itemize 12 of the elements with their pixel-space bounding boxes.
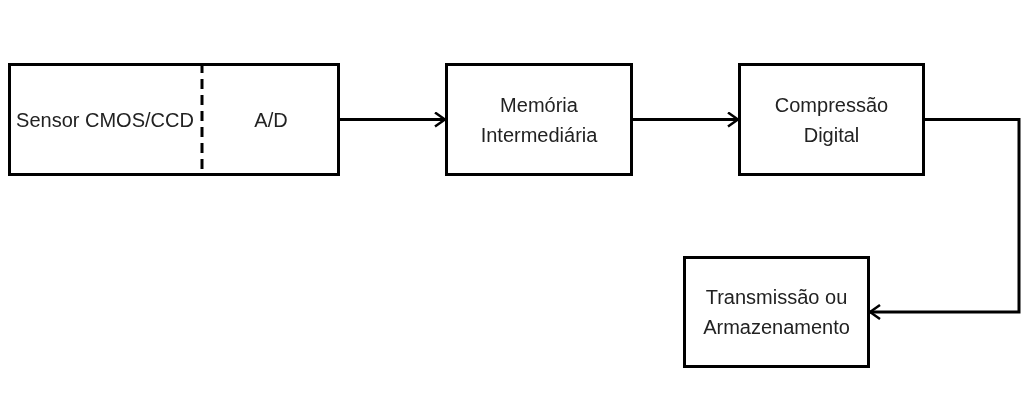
node-label: Compressão Digital — [773, 92, 890, 148]
node-label: A/D — [253, 107, 289, 133]
arrow — [340, 111, 447, 128]
process-box — [8, 63, 340, 176]
process-box — [683, 256, 870, 368]
node-label: Memória Intermediária — [479, 92, 599, 148]
arrow — [868, 118, 1021, 321]
node-label: Transmissão ou Armazenamento — [702, 285, 851, 340]
arrow — [633, 111, 740, 128]
process-box — [445, 63, 633, 176]
node-label: Sensor CMOS/CCD — [15, 107, 195, 133]
process-box — [738, 63, 925, 176]
